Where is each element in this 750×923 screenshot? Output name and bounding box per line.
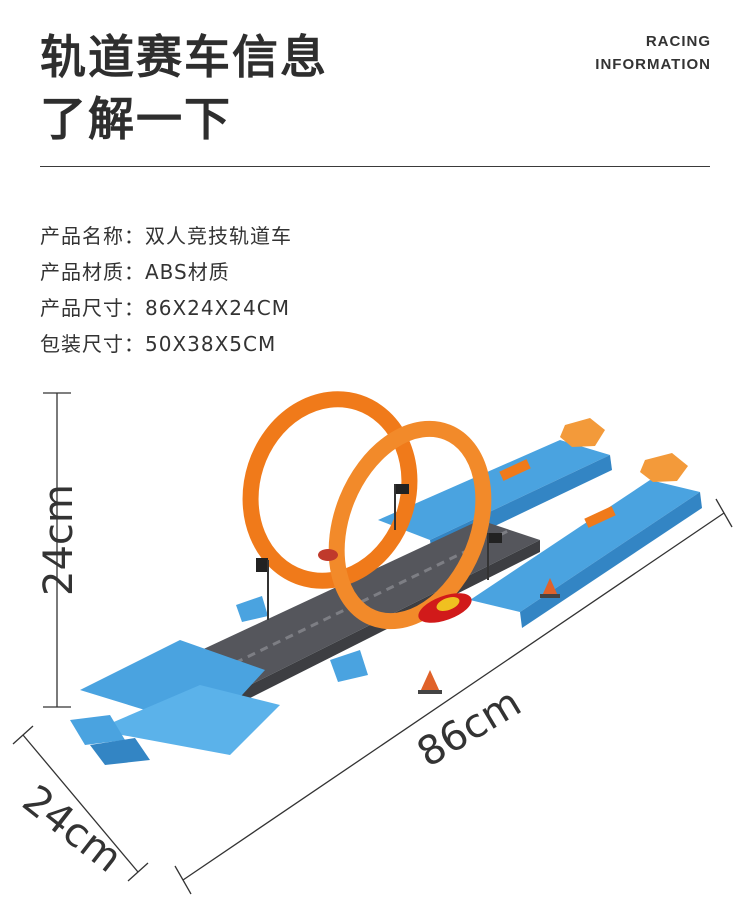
- spec-row-material: 产品材质：ABS材质: [40, 258, 292, 294]
- spec-label: 产品材质：: [40, 260, 145, 284]
- page-subtitle: 了解一下: [40, 92, 232, 146]
- length-dimension-line: [174, 498, 733, 895]
- spec-value: 86X24X24CM: [145, 296, 290, 320]
- product-illustration: 24cm 86cm 24cm: [12, 391, 733, 895]
- spec-value: 50X38X5CM: [145, 332, 277, 356]
- spec-value: ABS材质: [145, 260, 230, 284]
- depth-dimension-line: [12, 725, 149, 882]
- spec-value: 双人竞技轨道车: [145, 224, 292, 248]
- length-label: 86cm: [409, 680, 529, 777]
- spec-label: 产品尺寸：: [40, 296, 145, 320]
- race-track-toy: [70, 391, 702, 765]
- depth-label: 24cm: [14, 777, 130, 882]
- divider: [40, 166, 710, 167]
- english-heading-line2: INFORMATION: [595, 56, 711, 73]
- spec-row-name: 产品名称：双人竞技轨道车: [40, 222, 292, 258]
- height-label: 24cm: [36, 484, 82, 596]
- spec-row-package-size: 包装尺寸：50X38X5CM: [40, 330, 292, 366]
- spec-label: 产品名称：: [40, 224, 145, 248]
- spec-label: 包装尺寸：: [40, 332, 145, 356]
- spec-list: 产品名称：双人竞技轨道车 产品材质：ABS材质 产品尺寸：86X24X24CM …: [40, 222, 292, 366]
- spec-row-product-size: 产品尺寸：86X24X24CM: [40, 294, 292, 330]
- height-dimension-line: [43, 392, 71, 708]
- page-title: 轨道赛车信息: [40, 30, 328, 84]
- english-heading-line1: RACING: [645, 33, 711, 50]
